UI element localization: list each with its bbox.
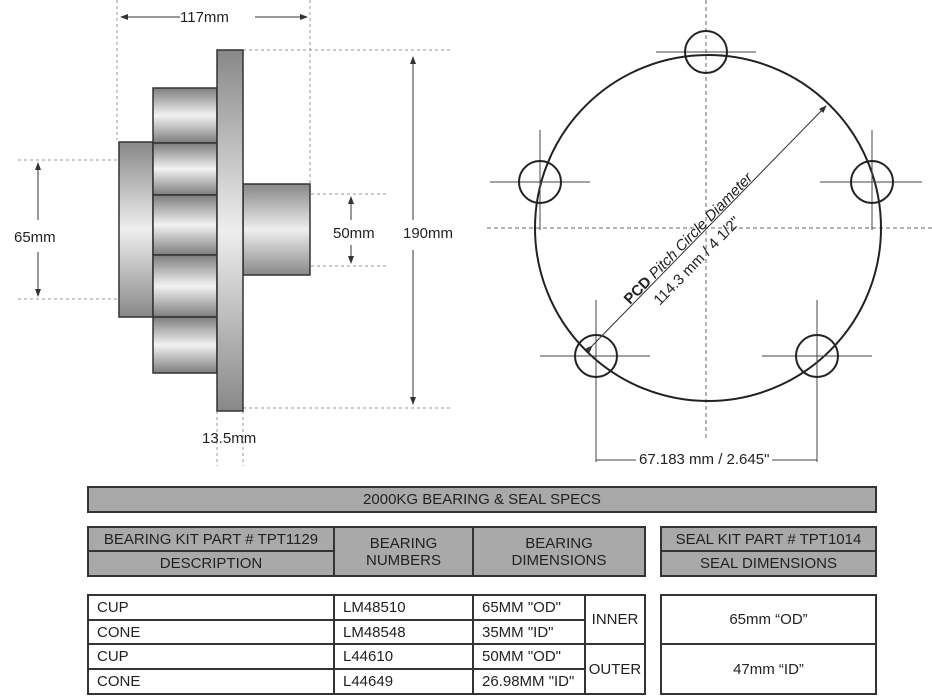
seal-id: 47mm “ID” — [660, 643, 877, 695]
row-description: CUP — [87, 643, 335, 670]
dim-flange-thickness: 13.5mm — [202, 430, 257, 447]
hub-body — [118, 49, 311, 412]
hub-and-pcd-drawing: PCD Pitch Circle Diameter 114.3 mm / 4 1… — [18, 0, 932, 466]
row-description: CONE — [87, 619, 335, 645]
row-number: L44610 — [333, 643, 474, 670]
numbers-header: BEARING NUMBERS — [333, 526, 474, 577]
dimension-arrows — [35, 14, 416, 405]
row-dimension: 65MM "OD" — [472, 594, 586, 621]
dimensions-header: BEARING DIMENSIONS — [472, 526, 646, 577]
specs-title: 2000KG BEARING & SEAL SPECS — [87, 486, 877, 513]
row-dimension: 26.98MM "ID" — [472, 668, 586, 695]
description-header: DESCRIPTION — [87, 550, 335, 577]
dim-inner-od: 65mm — [14, 229, 56, 246]
group-inner: INNER — [584, 594, 646, 645]
seal-dimensions-header: SEAL DIMENSIONS — [660, 550, 877, 577]
row-number: LM48510 — [333, 594, 474, 621]
row-description: CONE — [87, 668, 335, 695]
seal-od: 65mm “OD” — [660, 594, 877, 645]
row-dimension: 50MM "OD" — [472, 643, 586, 670]
row-number: LM48548 — [333, 619, 474, 645]
dim-stud-spacing: 67.183 mm / 2.645" — [636, 451, 773, 468]
dim-outer-od: 50mm — [333, 225, 375, 242]
group-outer: OUTER — [584, 643, 646, 695]
pcd-circle-group: PCD Pitch Circle Diameter 114.3 mm / 4 1… — [487, 0, 932, 462]
bearing-kit-header: BEARING KIT PART # TPT1129 — [87, 526, 335, 552]
row-number: L44649 — [333, 668, 474, 695]
pcd-label: PCD Pitch Circle Diameter — [621, 169, 757, 308]
seal-kit-header: SEAL KIT PART # TPT1014 — [660, 526, 877, 552]
dim-flange-diameter: 190mm — [403, 225, 454, 242]
row-dimension: 35MM "ID" — [472, 619, 586, 645]
dim-overall-length: 117mm — [180, 9, 229, 26]
row-description: CUP — [87, 594, 335, 621]
